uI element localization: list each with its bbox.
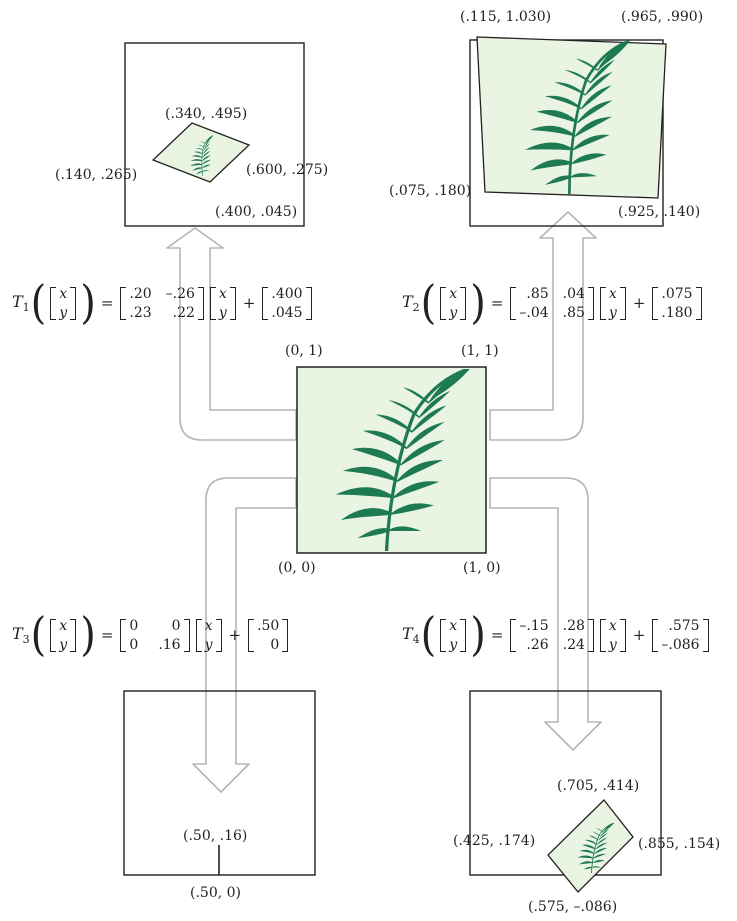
t2-label-top-left: (.115, 1.030)	[460, 9, 552, 25]
t4-matrix: –.15.28 .26.24	[510, 617, 594, 654]
t3-label-bottom: (.50, 0)	[190, 885, 241, 901]
t3-equals: =	[100, 626, 114, 644]
center-label-top-right: (1, 1)	[461, 343, 499, 359]
t1-plus: +	[242, 294, 256, 312]
t4-offset: .575–.086	[652, 617, 709, 654]
t2-index: 2	[412, 301, 420, 315]
t4-label-left: (.425, .174)	[453, 833, 536, 849]
t3-label-top: (.50, .16)	[183, 828, 248, 844]
t2-equals: =	[490, 294, 504, 312]
center-fern-square	[296, 366, 487, 554]
t4-plus: +	[632, 626, 646, 644]
t3-index: 3	[22, 633, 30, 647]
t1-panel	[124, 42, 305, 227]
t2-label-bottom-right: (.925, .140)	[618, 204, 701, 220]
t1-label-left: (.140, .265)	[55, 167, 138, 183]
t3-panel	[123, 690, 316, 876]
t4-label-bottom: (.575, –.086)	[528, 899, 618, 915]
t1-label-top: (.340, .495)	[165, 106, 248, 122]
t2-name: T	[402, 291, 413, 311]
t4-equals: =	[490, 626, 504, 644]
t2-plus: +	[632, 294, 646, 312]
t1-matrix: .20–.26 .23.22	[120, 285, 204, 322]
t4-label-right: (.855, .154)	[638, 836, 721, 852]
arrow-to-t4	[489, 477, 602, 751]
arrow-to-t1	[166, 227, 297, 441]
t1-label-right: (.600, .275)	[246, 162, 329, 178]
t1-offset: .400.045	[262, 285, 312, 322]
t3-plus: +	[228, 626, 242, 644]
center-label-bottom-right: (1, 0)	[463, 560, 501, 576]
t1-image	[151, 122, 251, 183]
t4-name: T	[402, 623, 413, 643]
t1-index: 1	[22, 301, 30, 315]
t4-label-top: (.705, .414)	[557, 778, 640, 794]
t2-label-top-right: (.965, .990)	[621, 9, 704, 25]
t2-panel	[469, 36, 667, 227]
t1-name: T	[12, 291, 23, 311]
center-label-bottom-left: (0, 0)	[278, 560, 316, 576]
t4-index: 4	[412, 633, 420, 647]
arrow-to-t2	[489, 211, 597, 441]
center-label-top-left: (0, 1)	[285, 343, 323, 359]
t1-label-bottom: (.400, .045)	[215, 204, 298, 220]
t3-name: T	[12, 623, 23, 643]
t2-label-bottom-left: (.075, .180)	[389, 183, 472, 199]
t2-offset: .075.180	[652, 285, 702, 322]
arrow-to-t3	[192, 477, 297, 793]
t1-equals: =	[100, 294, 114, 312]
t4-panel	[469, 690, 662, 893]
t2-matrix: .85.04 –.04.85	[510, 285, 594, 322]
